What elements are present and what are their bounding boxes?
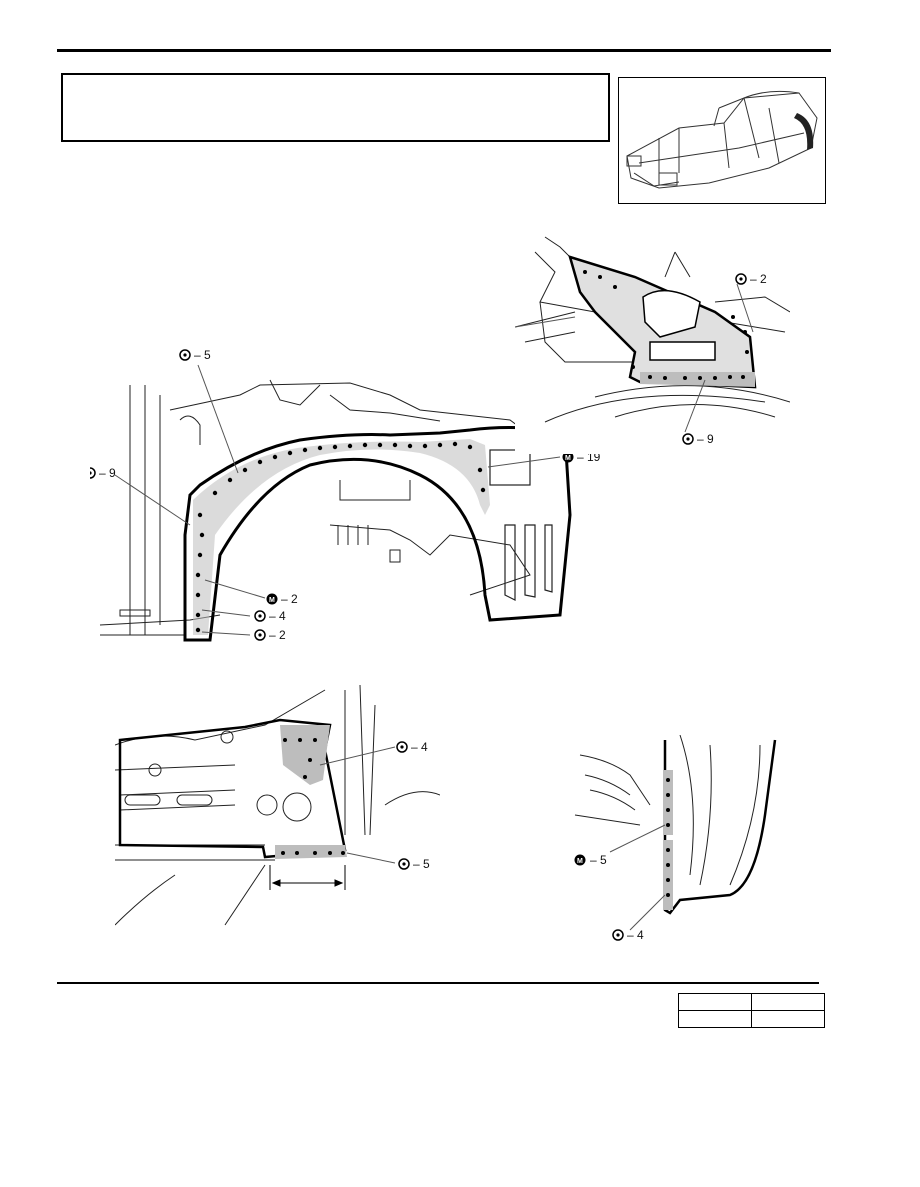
callout-label: – 2 (269, 628, 286, 642)
callout-m-5: M – 5 (574, 853, 607, 867)
top-right-inner-panel-diagram: – 2 – 9 (515, 232, 790, 454)
callout-label: – 4 (411, 740, 428, 754)
top-rule (57, 49, 831, 52)
table-cell (678, 993, 752, 1011)
callout-label: – 5 (590, 853, 607, 867)
callout-o-9: – 9 (90, 466, 116, 480)
callout-o-4: – 4 (612, 928, 644, 942)
table-cell (678, 1010, 752, 1028)
callout-label: – 2 (281, 592, 298, 606)
callout-label: – 2 (750, 272, 767, 286)
callout-label: – 9 (99, 466, 116, 480)
callout-label: – 5 (194, 348, 211, 362)
callout-label: – 5 (413, 857, 430, 871)
callout-o-5: – 5 (398, 857, 430, 871)
callout-label: – 9 (697, 432, 714, 446)
table-row (678, 1010, 825, 1028)
svg-text:M: M (565, 455, 571, 462)
table-row (678, 993, 825, 1011)
car-body-thumbnail (618, 77, 826, 204)
footer-table (678, 993, 825, 1028)
callout-o-5: – 5 (179, 348, 211, 362)
callout-m-2: M – 2 (266, 592, 298, 606)
svg-text:M: M (269, 597, 275, 604)
callout-label: – 4 (269, 609, 286, 623)
callout-o-4: – 4 (254, 609, 286, 623)
callout-o-2: – 2 (735, 272, 767, 286)
bottom-rule (57, 982, 819, 984)
header-box (61, 73, 610, 142)
table-cell (751, 993, 825, 1011)
bottom-right-pillar-diagram: M – 5 – 4 (570, 735, 785, 945)
callout-o-4: – 4 (396, 740, 428, 754)
svg-text:M: M (577, 858, 583, 865)
bottom-left-sill-diagram: – 4 – 5 (115, 685, 440, 930)
callout-label: – 4 (627, 928, 644, 942)
callout-o-2: – 2 (254, 628, 286, 642)
callout-o-9: – 9 (682, 432, 714, 446)
table-cell (751, 1010, 825, 1028)
